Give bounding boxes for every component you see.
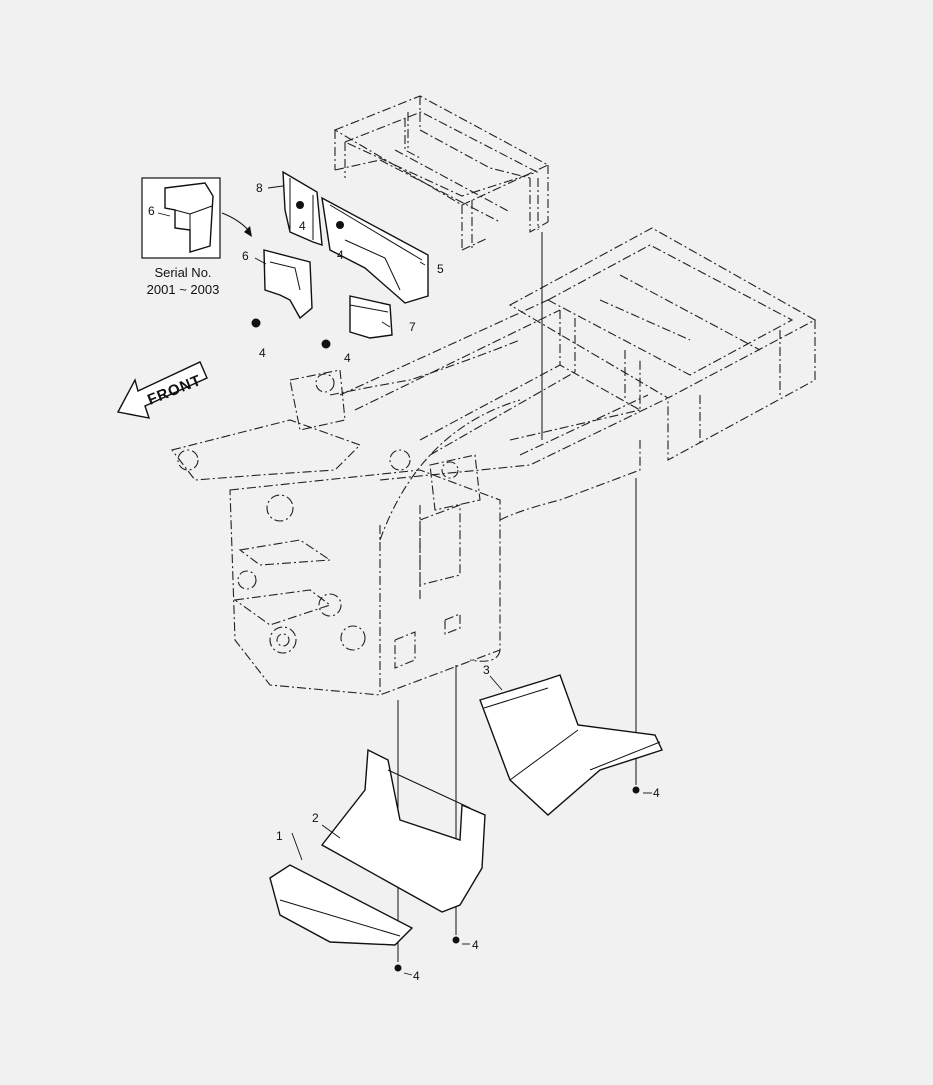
callout-part-4: 4 xyxy=(472,938,479,952)
main-chassis-frame xyxy=(171,227,817,696)
part-7-plate xyxy=(349,295,393,339)
callout-part-4: 4 xyxy=(344,351,351,365)
bolt-icon xyxy=(452,936,460,944)
callout-part-4: 4 xyxy=(299,219,306,233)
upper-cab-frame xyxy=(333,95,550,251)
inset-pointer-arrow xyxy=(221,212,251,233)
callout-part-8: 8 xyxy=(256,181,263,195)
callout-part-4: 4 xyxy=(259,346,266,360)
bolt-icon xyxy=(394,964,402,972)
callout-leaders xyxy=(157,185,652,976)
part-8-plate xyxy=(282,170,323,247)
callout-part-2: 2 xyxy=(312,811,319,825)
serial-line1: Serial No. xyxy=(154,265,211,280)
callout-part-4: 4 xyxy=(653,786,660,800)
callout-part-6: 6 xyxy=(242,249,249,263)
callout-part-3: 3 xyxy=(483,663,490,677)
part-6-bracket xyxy=(263,249,313,320)
bolt-icon xyxy=(321,339,331,349)
serial-line2: 2001 ~ 2003 xyxy=(147,282,220,297)
callout-part-7: 7 xyxy=(409,320,416,334)
part-1-plate xyxy=(269,864,414,946)
front-arrow: FRONT xyxy=(116,361,208,419)
part-2-undercover xyxy=(320,748,486,913)
bolt-icon xyxy=(632,786,640,794)
callout-part-1: 1 xyxy=(276,829,283,843)
callout-part-4: 4 xyxy=(413,969,420,983)
bolt-symbols xyxy=(251,318,640,972)
inset-part-6 xyxy=(164,182,214,253)
callout-part-6-inset: 6 xyxy=(148,204,155,218)
bolt-icon xyxy=(251,318,261,328)
part-5-cover xyxy=(321,196,429,304)
callout-part-5: 5 xyxy=(437,262,444,276)
part-3-cover xyxy=(479,674,663,816)
callout-part-4: 4 xyxy=(337,248,344,262)
serial-inset: Serial No. 2001 ~ 2003 xyxy=(141,177,252,297)
